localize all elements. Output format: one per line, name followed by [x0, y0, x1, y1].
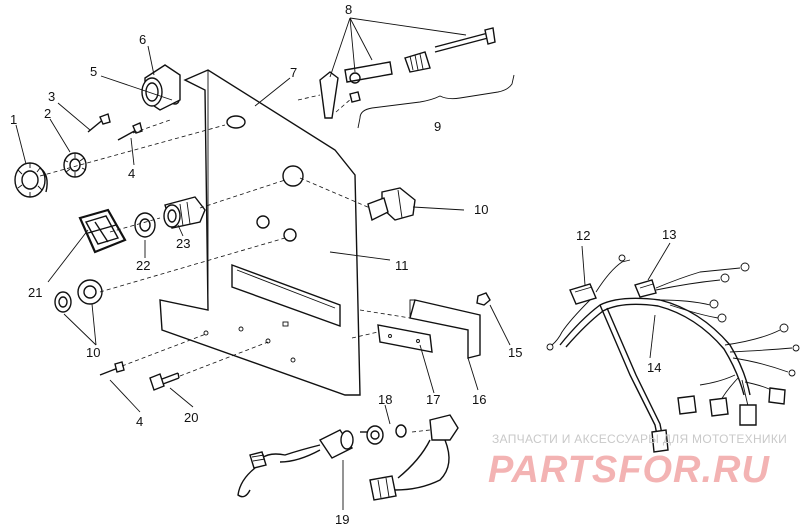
- callout-10b: 10: [86, 345, 100, 360]
- watermark-tagline: ЗАПЧАСТИ И АКСЕССУАРЫ ДЛЯ МОТОТЕХНИКИ: [492, 432, 787, 446]
- bracket-17-part: [377, 324, 433, 353]
- callout-22: 22: [136, 258, 150, 273]
- sensor-harness-part: [237, 414, 459, 501]
- callout-4b: 4: [136, 414, 143, 429]
- callout-2: 2: [44, 106, 51, 121]
- callout-4a: 4: [128, 166, 135, 181]
- callout-12: 12: [576, 228, 590, 243]
- nut-washer-lower-part: [54, 279, 103, 313]
- control-panel-plate: [159, 69, 361, 396]
- alignment-lines: [39, 94, 431, 433]
- callout-14: 14: [647, 360, 661, 375]
- callout-21: 21: [28, 285, 42, 300]
- star-washer-part: [63, 152, 87, 178]
- screw-part: [87, 113, 111, 133]
- switch-body-part: [163, 196, 206, 229]
- callout-16: 16: [472, 392, 486, 407]
- callout-10a: 10: [474, 202, 488, 217]
- toggle-switch-part: [367, 187, 416, 222]
- callout-19: 19: [335, 512, 349, 527]
- pin-assembly-part: [319, 27, 496, 119]
- callout-23: 23: [176, 236, 190, 251]
- callout-17: 17: [426, 392, 440, 407]
- callout-5: 5: [90, 64, 97, 79]
- callout-3: 3: [48, 89, 55, 104]
- bolt-part: [149, 372, 180, 391]
- nut-part: [14, 162, 48, 198]
- callout-9: 9: [434, 119, 441, 134]
- wiring-harness-part: [546, 254, 800, 453]
- knob-part: [141, 64, 181, 111]
- callout-1: 1: [10, 112, 17, 127]
- callout-20: 20: [184, 410, 198, 425]
- leader-lines: [15, 17, 671, 510]
- callout-8: 8: [345, 2, 352, 17]
- screw-lower-part: [99, 361, 125, 376]
- watermark-logo: PARTSFOR.RU: [488, 449, 770, 491]
- callout-11: 11: [395, 258, 409, 273]
- callout-13: 13: [662, 227, 676, 242]
- nut-15-part: [476, 292, 491, 306]
- screw-upper-part: [117, 122, 143, 141]
- watermark: ЗАПЧАСТИ И АКСЕССУАРЫ ДЛЯ МОТОТЕХНИКИ PA…: [488, 432, 787, 491]
- callout-18: 18: [378, 392, 392, 407]
- callout-15: 15: [508, 345, 522, 360]
- callout-labels: 1 2 3 4 5 6 7 8 9 10 10 11 12 13 14 15 1…: [10, 2, 676, 527]
- callout-7: 7: [290, 65, 297, 80]
- switch-cover-part: [78, 208, 127, 254]
- callout-6: 6: [139, 32, 146, 47]
- nut-22-part: [134, 212, 156, 238]
